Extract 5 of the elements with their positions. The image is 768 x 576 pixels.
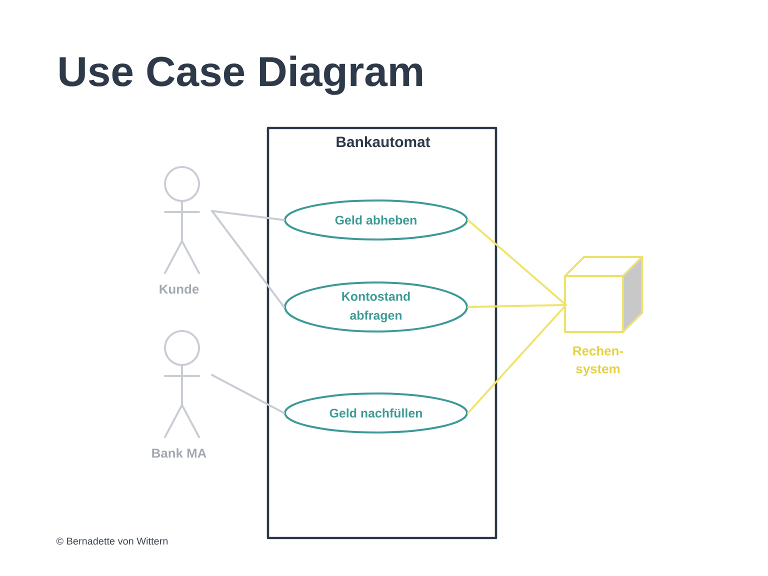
copyright-note: © Bernadette von Wittern	[56, 537, 168, 545]
cube-label: Rechen- system	[573, 346, 624, 376]
title: Use Case Diagram	[60, 56, 422, 95]
actor-label: Kunde	[160, 284, 199, 294]
actor-label: Bank MA	[152, 448, 206, 458]
